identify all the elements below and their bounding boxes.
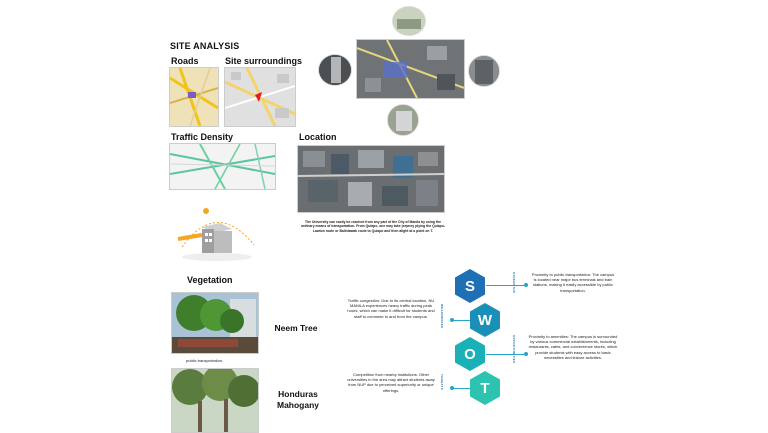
opportunities-label: OPPORTUNITIES (512, 335, 516, 364)
north-view-photo (392, 6, 426, 36)
strength-text: Proximity to public transportation: The … (531, 272, 615, 293)
o-connector (486, 354, 526, 355)
traffic-map (169, 143, 276, 190)
west-view-photo (318, 54, 352, 86)
surroundings-heading: Site surroundings (225, 56, 303, 66)
threats-label: THREATS (440, 374, 444, 391)
swot-w-hexagon: W (470, 303, 500, 337)
sun-path-diagram (172, 207, 262, 263)
location-caption: The University can easily be reached fro… (301, 220, 445, 233)
t-connector (452, 388, 470, 389)
weakness-text: Traffic congestion: Due to its central l… (347, 298, 435, 319)
neem-tree-photo (171, 292, 259, 354)
s-connector-dot (524, 283, 528, 287)
mahogany-label: Honduras Mahogany (276, 389, 320, 410)
weaknesses-label: WEAKNESSES (440, 304, 444, 329)
swot-t-hexagon: T (470, 371, 500, 405)
roads-heading: Roads (171, 56, 199, 66)
location-aerial-photo (297, 145, 445, 213)
threat-text: Competition from nearby institutions: Ot… (347, 372, 435, 393)
traffic-heading: Traffic Density (171, 132, 234, 142)
south-view-photo (387, 104, 419, 136)
mahogany-photo (171, 368, 259, 433)
t-connector-dot (450, 386, 454, 390)
strengths-label: STRENGTHS (512, 272, 516, 294)
vegetation-heading: Vegetation (187, 275, 233, 285)
opportunity-text: Proximity to amenities: The campus is su… (528, 334, 618, 360)
page-title: SITE ANALYSIS (170, 41, 240, 51)
swot-o-hexagon: O (455, 337, 485, 371)
s-connector (486, 285, 526, 286)
east-view-photo (468, 55, 500, 87)
w-connector (452, 320, 470, 321)
neem-tree-label: Neem Tree (274, 323, 318, 333)
location-heading: Location (299, 132, 337, 142)
o-connector-dot (524, 352, 528, 356)
cut-caption: public transportation. (186, 358, 224, 363)
w-connector-dot (450, 318, 454, 322)
roads-map (169, 67, 219, 127)
surroundings-map (224, 67, 296, 127)
swot-s-hexagon: S (455, 269, 485, 303)
site-aerial-photo (356, 39, 465, 99)
